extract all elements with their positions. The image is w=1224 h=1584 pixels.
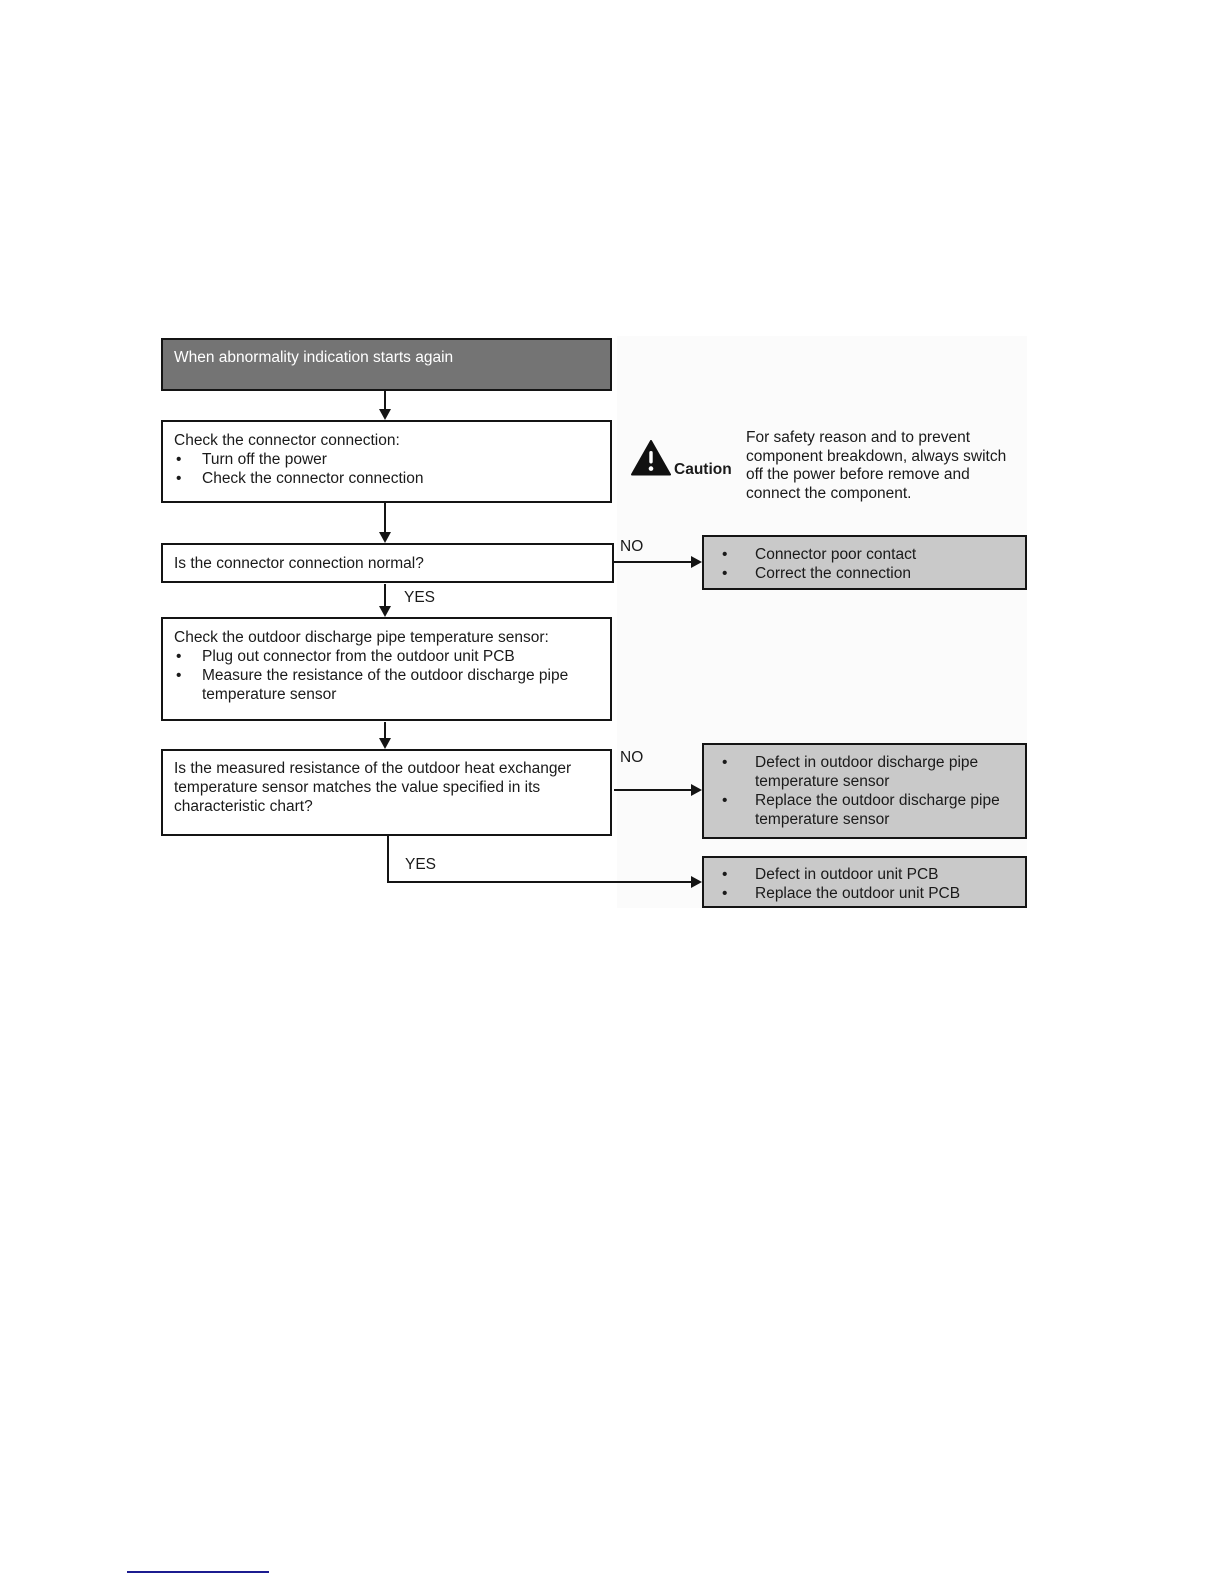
bullet-text: Turn off the power: [202, 451, 327, 468]
yes-label: YES: [405, 856, 437, 873]
list-item: Defect in outdoor discharge pipe tempera…: [704, 745, 1025, 791]
step-check-sensor-box: Check the outdoor discharge pipe tempera…: [161, 617, 612, 721]
flow-line: [384, 503, 386, 532]
flow-line: [387, 836, 389, 883]
bullet-text: Plug out connector from the outdoor unit…: [202, 648, 515, 665]
step-title: Check the outdoor discharge pipe tempera…: [174, 629, 549, 646]
caution-text: For safety reason and to prevent compone…: [746, 429, 1036, 503]
bullet-icon: [163, 647, 202, 666]
step-title: Check the connector connection:: [174, 432, 400, 449]
result-connector-box: Connector poor contact Correct the conne…: [702, 535, 1027, 590]
caution-line: connect the component.: [746, 484, 912, 502]
bullet-icon: [163, 469, 202, 488]
flow-line: [614, 789, 691, 791]
question-text: Is the measured resistance of the outdoo…: [174, 760, 572, 815]
flow-line: [614, 561, 691, 563]
bullet-text: Defect in outdoor discharge pipe tempera…: [755, 754, 979, 790]
result-sensor-box: Defect in outdoor discharge pipe tempera…: [702, 743, 1027, 839]
arrow-down-icon: [379, 738, 391, 749]
bullet-text: Correct the connection: [755, 565, 911, 582]
bullet-icon: [704, 564, 755, 583]
bullet-text: Connector poor contact: [755, 546, 917, 563]
caution-warning-icon: [631, 440, 671, 482]
list-item: Correct the connection: [704, 564, 1025, 583]
yes-label: YES: [404, 589, 436, 606]
bullet-icon: [163, 450, 202, 469]
flow-line: [384, 391, 386, 410]
caution-line: off the power before remove and: [746, 466, 970, 483]
bullet-icon: [704, 753, 755, 772]
list-item: Replace the outdoor discharge pipe tempe…: [704, 791, 1025, 829]
list-item: Turn off the power: [163, 450, 610, 469]
list-item: Connector poor contact: [704, 537, 1025, 564]
arrow-right-icon: [691, 784, 702, 796]
bullet-text: Replace the outdoor unit PCB: [755, 885, 961, 902]
list-item: Defect in outdoor unit PCB: [704, 858, 1025, 884]
list-item: Check the connector connection: [163, 469, 610, 488]
no-label: NO: [620, 538, 644, 555]
bullet-icon: [163, 666, 202, 685]
arrow-down-icon: [379, 606, 391, 617]
arrow-down-icon: [379, 409, 391, 420]
arrow-right-icon: [691, 876, 702, 888]
bullet-icon: [704, 791, 755, 810]
list-item: Replace the outdoor unit PCB: [704, 884, 1025, 903]
bullet-text: Replace the outdoor discharge pipe tempe…: [755, 792, 1000, 828]
flow-line: [384, 722, 386, 738]
start-box-text: When abnormality indication starts again: [174, 349, 454, 366]
question-resistance-box: Is the measured resistance of the outdoo…: [161, 749, 612, 836]
step-check-connector-box: Check the connector connection: Turn off…: [161, 420, 612, 503]
list-item: Measure the resistance of the outdoor di…: [163, 666, 610, 704]
flow-line: [387, 881, 691, 883]
bullet-icon: [704, 545, 755, 564]
bullet-icon: [704, 865, 755, 884]
question-text: Is the connector connection normal?: [174, 555, 424, 572]
caution-line: component breakdown, always switch: [746, 447, 1007, 465]
caution-label: Caution: [674, 461, 732, 478]
flow-line: [384, 584, 386, 606]
arrow-right-icon: [691, 556, 702, 568]
bullet-icon: [704, 884, 755, 903]
result-pcb-box: Defect in outdoor unit PCB Replace the o…: [702, 856, 1027, 908]
caution-line: For safety reason and to prevent: [746, 429, 971, 446]
arrow-down-icon: [379, 532, 391, 543]
footer-link-rule: [127, 1571, 269, 1573]
no-label: NO: [620, 749, 644, 766]
bullet-text: Defect in outdoor unit PCB: [755, 866, 939, 883]
list-item: Plug out connector from the outdoor unit…: [163, 647, 610, 666]
start-box: When abnormality indication starts again: [161, 338, 612, 391]
bullet-text: Measure the resistance of the outdoor di…: [202, 667, 569, 703]
bullet-text: Check the connector connection: [202, 470, 424, 487]
question-connector-box: Is the connector connection normal?: [161, 543, 614, 583]
